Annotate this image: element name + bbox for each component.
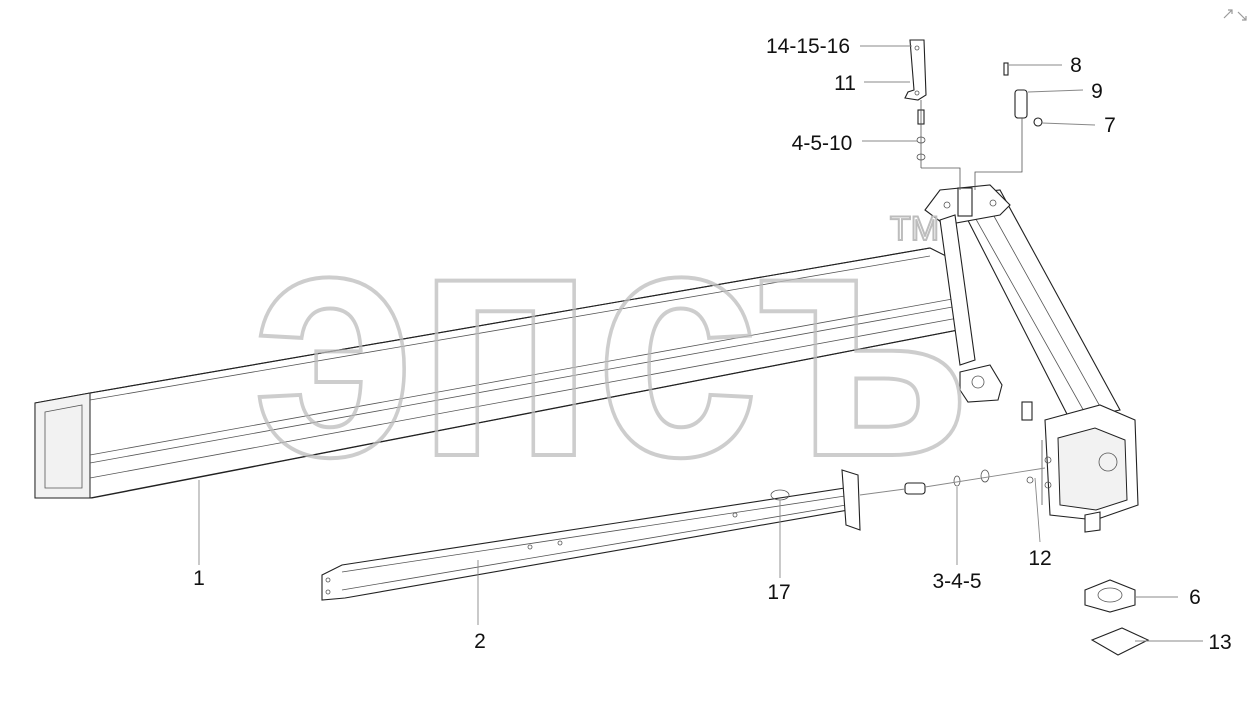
callout-13: 13 bbox=[1208, 631, 1231, 654]
callout-1: 1 bbox=[193, 567, 205, 590]
callout-3-4-5: 3-4-5 bbox=[932, 570, 981, 593]
callout-9: 9 bbox=[1091, 80, 1103, 103]
callout-11: 11 bbox=[834, 72, 856, 95]
callout-12: 12 bbox=[1028, 547, 1051, 570]
exploded-small-parts bbox=[859, 39, 1150, 656]
callout-4-5-10: 4-5-10 bbox=[792, 132, 853, 155]
part-1-main-beam bbox=[34, 247, 959, 499]
watermark: эпсъ TM bbox=[250, 154, 974, 527]
part-2-lower-strut bbox=[321, 469, 861, 601]
callout-2: 2 bbox=[474, 630, 486, 653]
watermark-tm: TM bbox=[890, 210, 939, 248]
callout-8: 8 bbox=[1070, 54, 1082, 77]
frame-assembly bbox=[924, 184, 1139, 533]
callout-labels: 1 2 17 3-4-5 12 6 13 7 9 8 4-5-10 11 14-… bbox=[193, 35, 1232, 654]
callout-14-15-16: 14-15-16 bbox=[766, 35, 850, 58]
callout-6: 6 bbox=[1189, 586, 1201, 609]
leader-lines bbox=[198, 45, 1203, 642]
arrows-icon[interactable] bbox=[1223, 9, 1247, 21]
watermark-text: эпсъ bbox=[252, 156, 972, 525]
callout-17: 17 bbox=[767, 581, 790, 604]
callout-7: 7 bbox=[1104, 114, 1116, 137]
